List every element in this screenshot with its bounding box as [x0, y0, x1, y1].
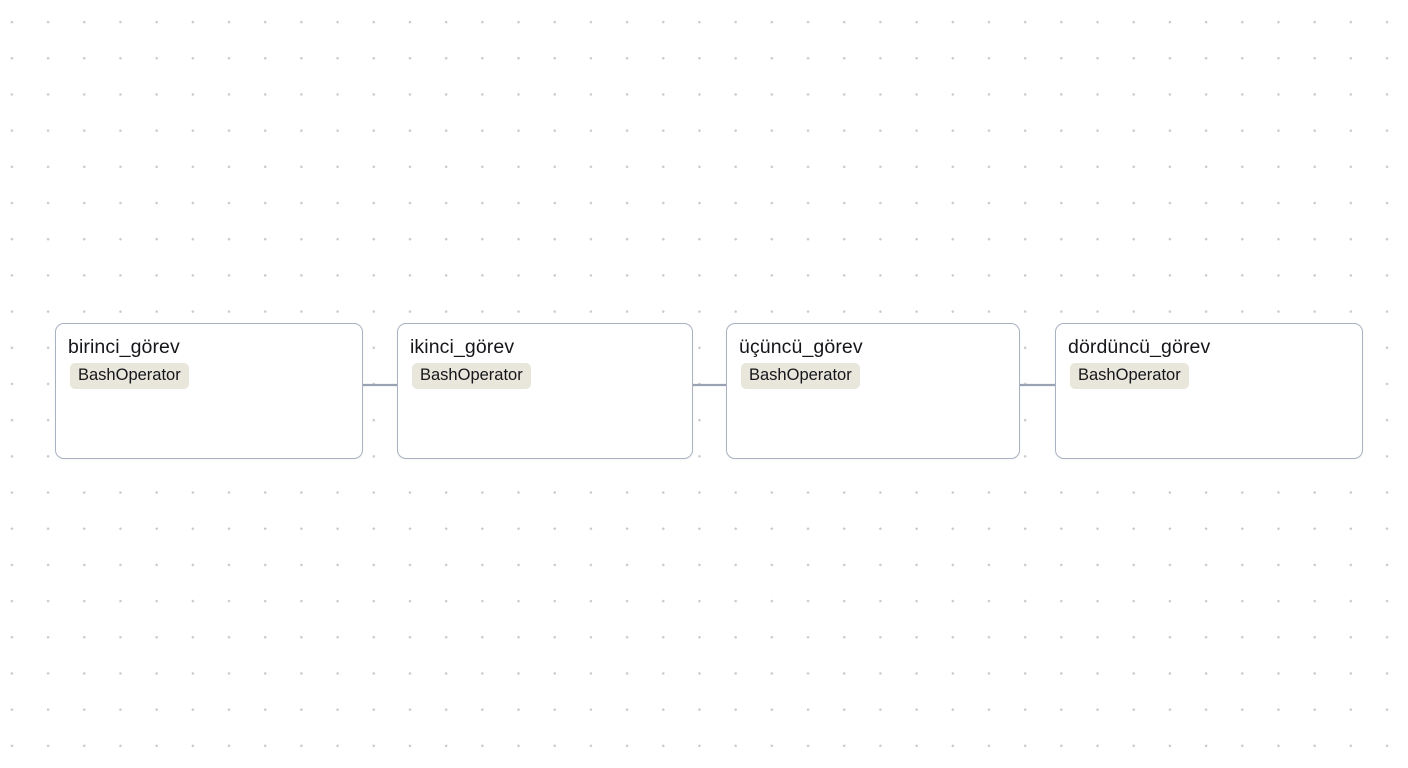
dag-node-operator-row: BashOperator [1068, 363, 1350, 389]
operator-badge: BashOperator [412, 363, 531, 389]
dag-node-dorduncu-gorev[interactable]: dördüncü_görev BashOperator [1055, 323, 1363, 459]
dag-node-operator-row: BashOperator [739, 363, 1007, 389]
operator-badge: BashOperator [741, 363, 860, 389]
operator-badge: BashOperator [70, 363, 189, 389]
dag-node-title: üçüncü_görev [739, 336, 863, 358]
dag-node-ucuncu-gorev[interactable]: üçüncü_görev BashOperator [726, 323, 1020, 459]
dag-node-title: dördüncü_görev [1068, 336, 1211, 358]
dag-node-operator-row: BashOperator [68, 363, 350, 389]
dag-node-title: ikinci_görev [410, 336, 515, 358]
operator-badge: BashOperator [1070, 363, 1189, 389]
dag-node-title: birinci_görev [68, 336, 180, 358]
dag-node-birinci-gorev[interactable]: birinci_görev BashOperator [55, 323, 363, 459]
dag-node-ikinci-gorev[interactable]: ikinci_görev BashOperator [397, 323, 693, 459]
dag-node-operator-row: BashOperator [410, 363, 680, 389]
